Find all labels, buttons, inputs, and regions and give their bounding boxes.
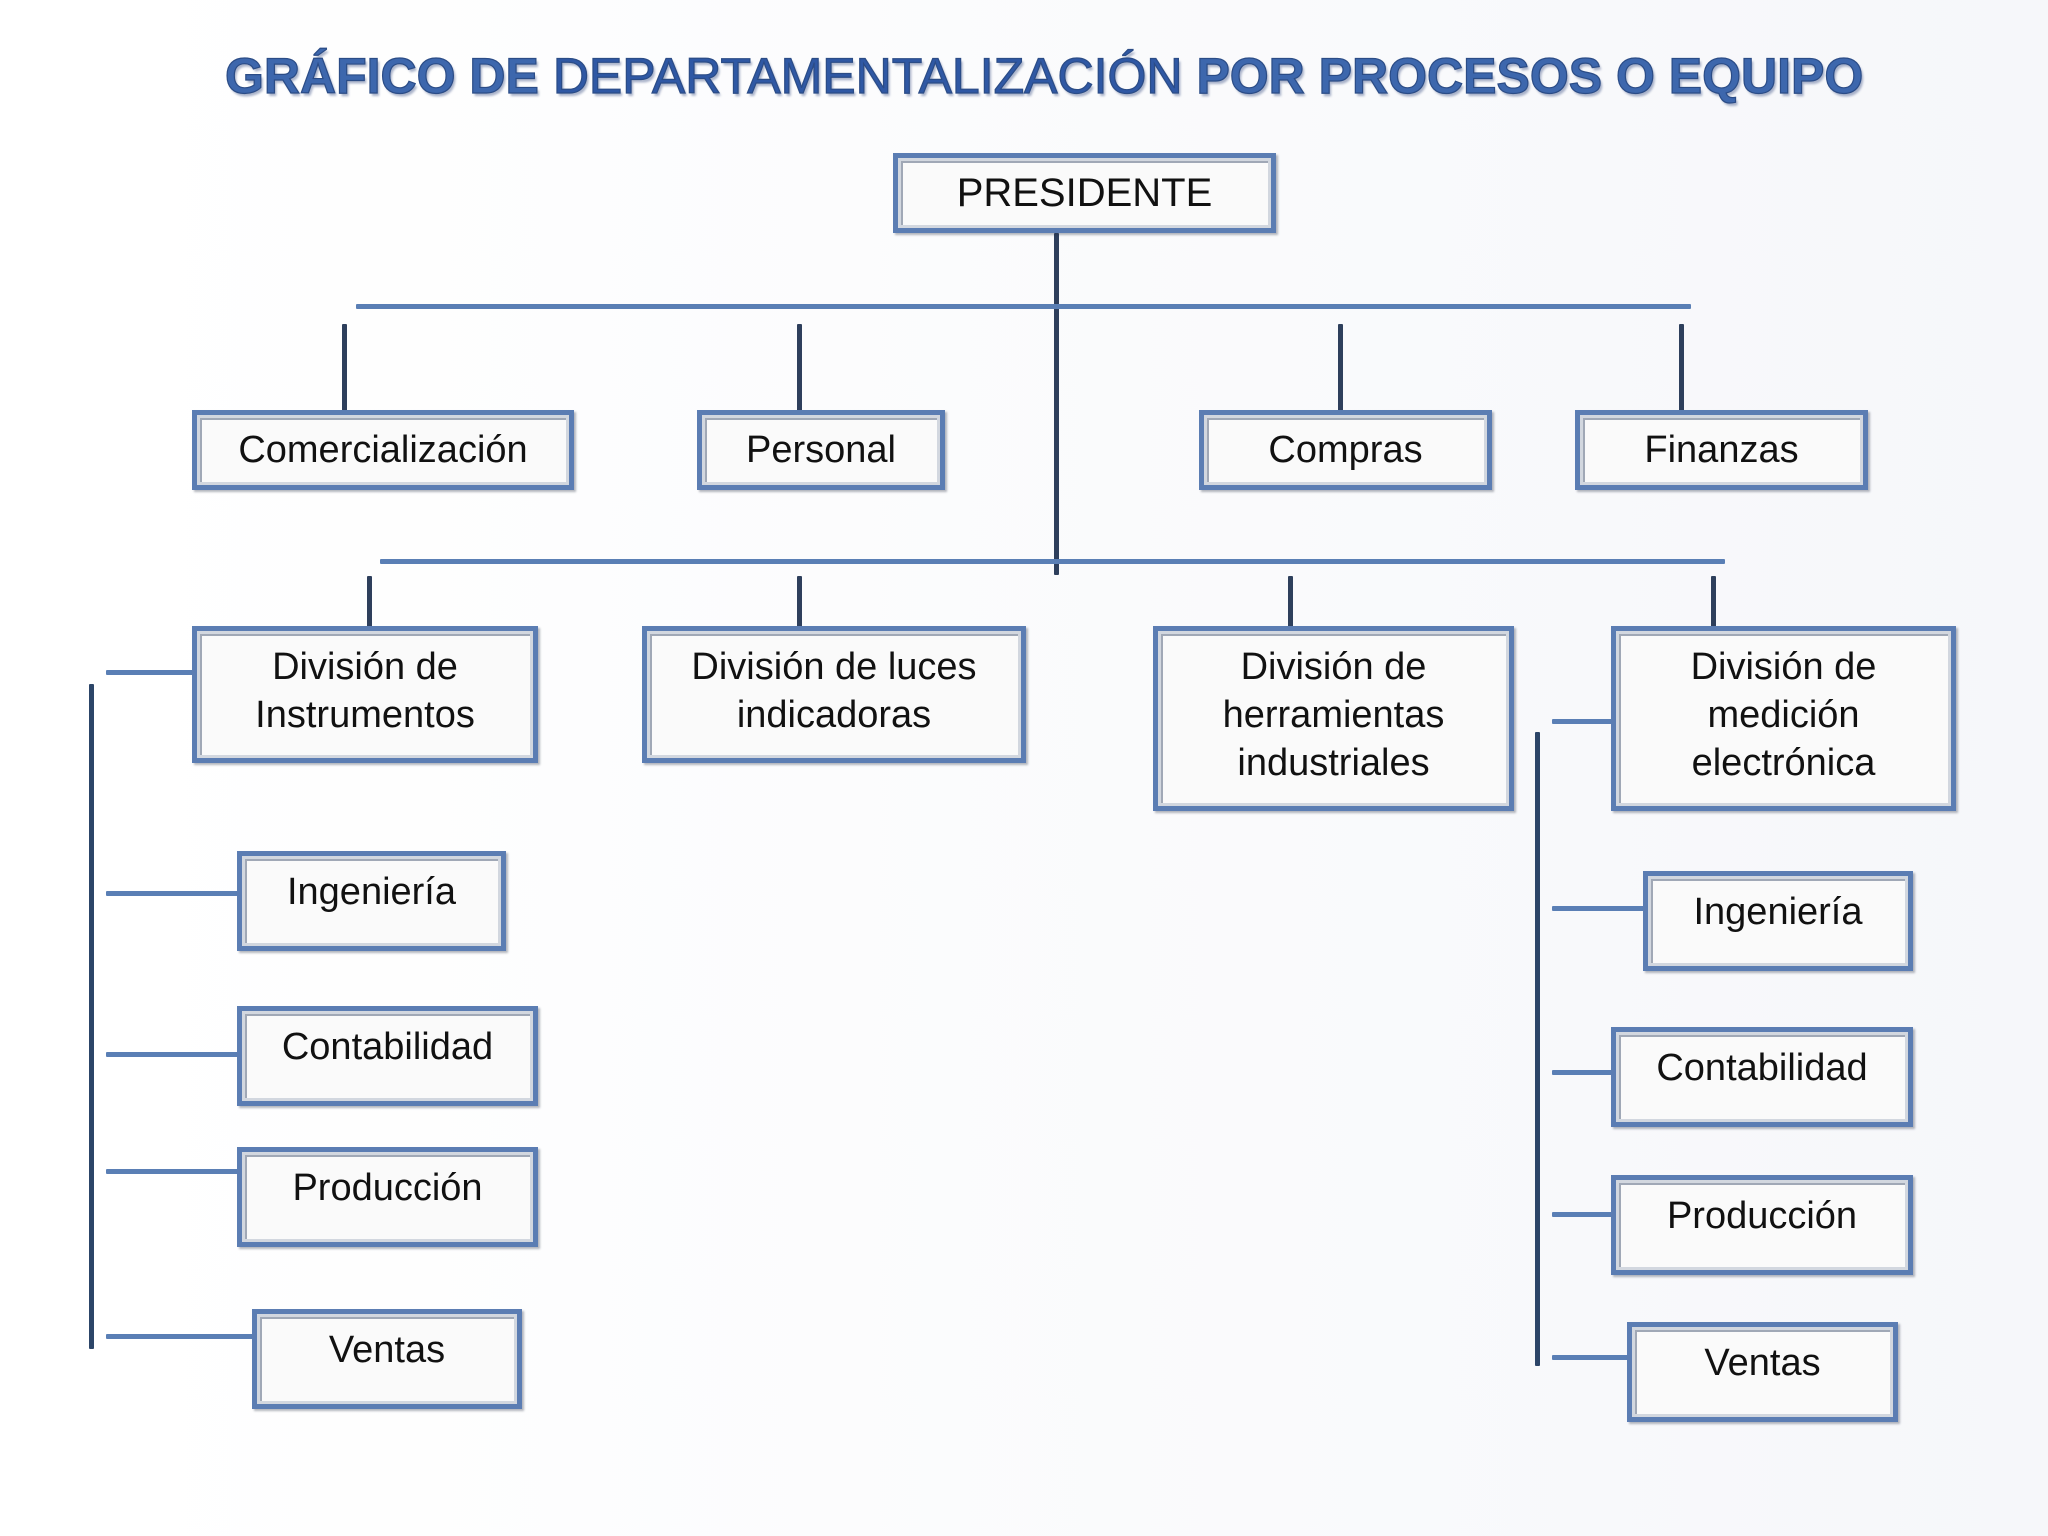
dept-drop-finanzas xyxy=(1679,324,1684,412)
right-unit-ventas: Ventas xyxy=(1627,1322,1898,1422)
department-label: Finanzas xyxy=(1644,429,1799,471)
title-part-2: DEPARTAMENTALIZACIÓN xyxy=(552,47,1183,104)
right-unit-ingenieria: Ingeniería xyxy=(1643,871,1913,971)
right-connector-produccion xyxy=(1552,1212,1618,1217)
div-drop-instrumentos xyxy=(367,576,372,630)
chart-title: GRÁFICO DE DEPARTAMENTALIZACIÓN POR PROC… xyxy=(224,47,1925,104)
left-unit-ingenieria: Ingeniería xyxy=(237,851,506,951)
right-connector-ingenieria xyxy=(1552,906,1648,911)
division-herramientas-industriales: División de herramientas industriales xyxy=(1153,626,1514,811)
department-finanzas: Finanzas xyxy=(1575,410,1868,490)
right-connector-ventas xyxy=(1552,1355,1634,1360)
unit-label: Contabilidad xyxy=(281,1026,494,1068)
right-connector-division xyxy=(1552,719,1618,724)
left-connector-contabilidad xyxy=(106,1052,239,1057)
dept-drop-compras xyxy=(1338,324,1343,412)
title-part-3: POR PROCESOS O EQUIPO xyxy=(1196,47,1864,104)
unit-label: Producción xyxy=(292,1167,483,1209)
president-label: PRESIDENTE xyxy=(956,171,1213,215)
unit-label: Ingeniería xyxy=(1693,891,1863,933)
left-connector-division xyxy=(106,670,194,675)
div-drop-medicion xyxy=(1711,576,1716,630)
department-label: Personal xyxy=(746,429,896,471)
div-drop-luces xyxy=(797,576,802,630)
left-unit-ventas: Ventas xyxy=(252,1309,522,1409)
department-comercializacion: Comercialización xyxy=(192,410,574,490)
left-connector-ventas xyxy=(106,1334,254,1339)
left-branch-spine xyxy=(89,684,94,1349)
right-branch-spine xyxy=(1535,732,1540,1366)
division-luces-indicadoras: División de luces indicadoras xyxy=(642,626,1026,763)
division-label: División de herramientas industriales xyxy=(1222,646,1445,784)
unit-label: Ventas xyxy=(1704,1342,1821,1384)
department-personal: Personal xyxy=(697,410,945,490)
right-unit-produccion: Producción xyxy=(1611,1175,1913,1275)
departments-bus-line xyxy=(356,304,1691,309)
unit-label: Ventas xyxy=(328,1329,446,1371)
dept-drop-comercializacion xyxy=(342,324,347,412)
unit-label: Ingeniería xyxy=(286,871,456,913)
left-connector-produccion xyxy=(106,1169,239,1174)
department-label: Comercialización xyxy=(238,429,528,471)
president-box: PRESIDENTE xyxy=(893,153,1276,233)
unit-label: Contabilidad xyxy=(1656,1047,1868,1089)
division-label: División de Instrumentos xyxy=(255,646,475,736)
divisions-bus-line xyxy=(380,559,1725,564)
division-label: División de medición electrónica xyxy=(1690,646,1877,784)
unit-label: Producción xyxy=(1666,1195,1858,1237)
division-medicion-electronica: División de medición electrónica xyxy=(1611,626,1956,811)
title-part-1: GRÁFICO DE xyxy=(224,47,539,104)
president-trunk-line xyxy=(1054,233,1059,575)
right-unit-contabilidad: Contabilidad xyxy=(1611,1027,1913,1127)
left-unit-contabilidad: Contabilidad xyxy=(237,1006,538,1106)
right-connector-contabilidad xyxy=(1552,1070,1618,1075)
dept-drop-personal xyxy=(797,324,802,412)
left-unit-produccion: Producción xyxy=(237,1147,538,1247)
department-label: Compras xyxy=(1268,429,1423,471)
division-instrumentos: División de Instrumentos xyxy=(192,626,538,763)
div-drop-herramientas xyxy=(1288,576,1293,630)
division-label: División de luces indicadoras xyxy=(691,646,977,736)
department-compras: Compras xyxy=(1199,410,1492,490)
left-connector-ingenieria xyxy=(106,891,239,896)
